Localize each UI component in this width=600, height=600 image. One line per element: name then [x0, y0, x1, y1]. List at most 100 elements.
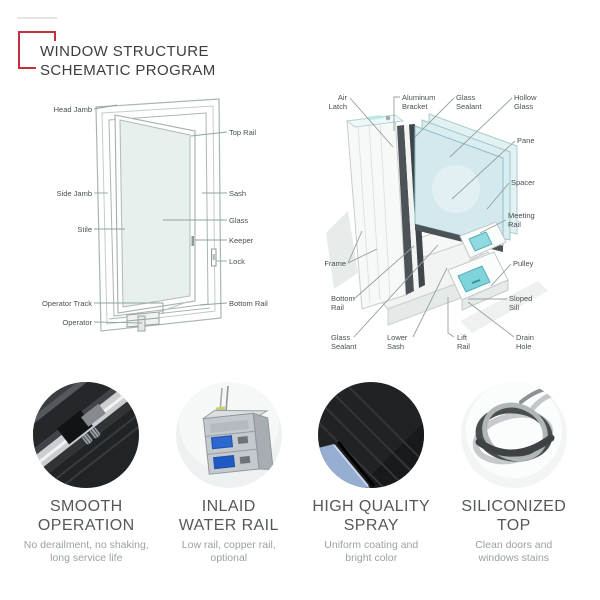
feature-desc-line2: windows stains: [478, 552, 550, 564]
leader-air-latch: [349, 97, 394, 148]
label-aluminum-bracket-2: Bracket: [402, 102, 428, 111]
feature-title-line2: TOP: [496, 517, 531, 534]
drain-hole-part: [471, 279, 481, 284]
leader-spacer: [486, 182, 510, 210]
label-lift-rail-2: Rail: [457, 342, 470, 351]
leader-bottom-rail: [199, 302, 228, 306]
feature-desc-line1: No derailment, no shaking,: [23, 539, 149, 551]
label-head-jamb: Head Jamb: [54, 105, 92, 114]
feature-inlaid-water-rail: INLAID WATER RAIL Low rail, copper rail,…: [158, 378, 301, 565]
label-sloped-sill-2: Sill: [509, 303, 519, 312]
leader-top-rail: [190, 131, 228, 137]
feature-desc: Low rail, copper rail, optional: [158, 539, 301, 565]
feature-row: SMOOTH OPERATION No derailment, no shaki…: [15, 378, 585, 565]
label-operator-track: Operator Track: [42, 299, 92, 308]
label-pane: Pane: [517, 136, 535, 145]
sealant-strip-coil-photo: [460, 382, 567, 488]
feature-siliconized-top: SILICONIZED TOP Clean doors and windows …: [443, 378, 586, 565]
label-hollow-glass-2: Glass: [514, 102, 533, 111]
page-title: WINDOW STRUCTURE SCHEMATIC PROGRAM: [36, 41, 220, 82]
feature-desc-line2: long service life: [50, 552, 123, 564]
label-lock: Lock: [229, 257, 245, 266]
keeper-part: [191, 236, 194, 246]
label-glass-sealant-top-1: Glass: [456, 93, 475, 102]
feature-title: INLAID WATER RAIL: [158, 497, 301, 535]
glass-panes: [414, 113, 518, 252]
part-labels: Head Jamb Top Rail Side Jamb Sash Glass …: [42, 105, 268, 327]
leader-pulley: [490, 263, 512, 287]
label-operator: Operator: [62, 318, 92, 327]
label-side-jamb: Side Jamb: [57, 189, 92, 198]
leader-head-jamb: [93, 104, 118, 110]
feature-desc-line2: optional: [210, 552, 248, 564]
feature-title-line2: SPRAY: [343, 517, 399, 534]
feature-desc: No derailment, no shaking, long service …: [15, 539, 158, 565]
shadows: [326, 211, 548, 333]
label-bottom-rail-1: Bottom: [331, 294, 355, 303]
feature-title-line2: OPERATION: [37, 517, 135, 534]
feature-desc-line2: bright color: [345, 552, 398, 564]
label-bottom-rail-2: Rail: [331, 303, 344, 312]
leader-glass-sealant-bottom: [353, 244, 439, 338]
label-top-rail: Top Rail: [229, 128, 256, 137]
frame-jamb: [345, 114, 407, 310]
sliding-track-photo: [33, 382, 140, 488]
casement-window-diagram: Head Jamb Top Rail Side Jamb Sash Glass …: [42, 98, 268, 332]
label-bottom-rail: Bottom Rail: [229, 299, 268, 308]
leader-drain-hole: [467, 301, 515, 338]
label-air-latch-2: Latch: [329, 102, 347, 111]
feature-title-line1: SMOOTH: [49, 498, 123, 515]
leader-pane: [451, 140, 516, 200]
feature-desc-line1: Clean doors and: [475, 539, 553, 551]
feature-high-quality-spray: HIGH QUALITY SPRAY Uniform coating and b…: [300, 378, 443, 565]
label-aluminum-bracket-1: Aluminum: [402, 93, 435, 102]
label-glass: Glass: [229, 216, 248, 225]
part-labels: Air Latch Aluminum Bracket Glass Sealant…: [324, 93, 537, 351]
leader-aluminum-bracket: [393, 96, 400, 131]
leader-glass-sealant-top: [414, 97, 455, 138]
label-lift-rail-1: Lift: [457, 333, 468, 342]
feature-smooth-operation: SMOOTH OPERATION No derailment, no shaki…: [15, 378, 158, 565]
label-sash: Sash: [229, 189, 246, 198]
label-meeting-rail-2: Rail: [508, 220, 521, 229]
label-glass-sealant-top-2: Sealant: [456, 102, 482, 111]
page-title-line2: SCHEMATIC PROGRAM: [40, 62, 216, 79]
label-drain-hole-1: Drain: [516, 333, 534, 342]
label-frame: Frame: [324, 259, 346, 268]
aluminum-bracket-part: [366, 115, 384, 120]
leader-frame: [347, 230, 378, 264]
label-lower-sash-2: Sash: [387, 342, 404, 351]
feature-title-line1: HIGH QUALITY: [312, 498, 431, 515]
feature-desc-line1: Low rail, copper rail,: [181, 539, 276, 551]
leader-lift-rail: [447, 297, 455, 338]
open-sash: [114, 114, 196, 314]
aluminum-profile-photo: [175, 382, 282, 488]
sloped-sill-profile: [447, 251, 509, 311]
feature-title: SMOOTH OPERATION: [15, 497, 158, 535]
black-frame-corner-photo: [318, 382, 425, 488]
leader-operator: [93, 321, 143, 324]
feature-desc: Uniform coating and bright color: [300, 539, 443, 565]
leader-bottom-rail: [353, 245, 415, 300]
feature-title-line1: SILICONIZED: [461, 498, 567, 515]
feature-title: SILICONIZED TOP: [443, 497, 586, 535]
label-glass-sealant-bottom-2: Sealant: [331, 342, 357, 351]
label-sloped-sill-1: Sloped: [509, 294, 532, 303]
label-lower-sash-1: Lower: [387, 333, 408, 342]
air-latch-part: [385, 115, 391, 121]
feature-title: HIGH QUALITY SPRAY: [300, 497, 443, 535]
leader-operator-track: [94, 302, 164, 314]
leader-lines: [347, 96, 516, 338]
leader-hollow-glass: [449, 97, 513, 158]
leader-lines: [93, 104, 228, 324]
label-glass-sealant-bottom-1: Glass: [331, 333, 350, 342]
lock-part: [211, 248, 217, 267]
label-pulley: Pulley: [513, 259, 534, 268]
label-hollow-glass-1: Hollow: [514, 93, 537, 102]
feature-desc-line1: Uniform coating and: [324, 539, 419, 551]
leader-meeting-rail: [479, 219, 507, 234]
label-spacer: Spacer: [511, 178, 535, 187]
window-cross-section-diagram: Air Latch Aluminum Bracket Glass Sealant…: [324, 93, 548, 351]
label-keeper: Keeper: [229, 236, 254, 245]
